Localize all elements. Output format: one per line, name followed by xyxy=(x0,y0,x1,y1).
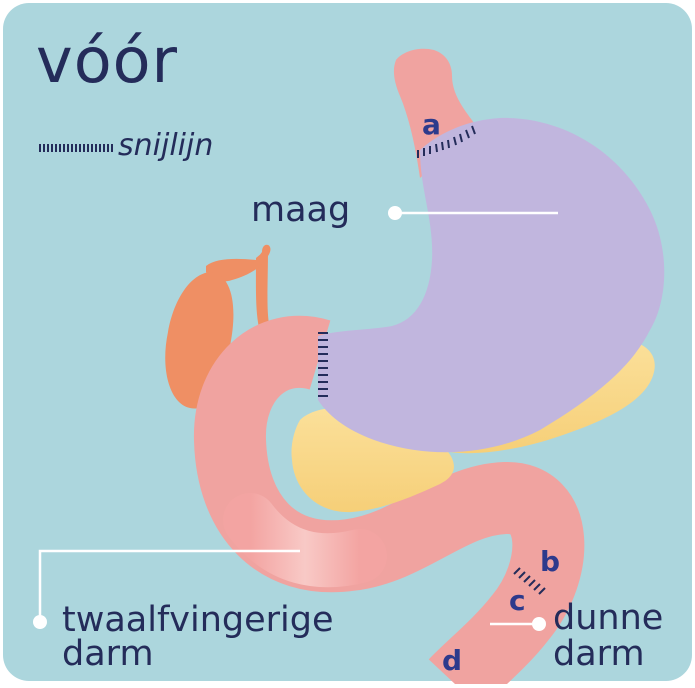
marker-c: c xyxy=(509,587,526,615)
small-bowel-label-line2: darm xyxy=(553,637,645,672)
stomach-label: maag xyxy=(251,193,350,228)
diagram-title: vóór xyxy=(36,30,178,92)
marker-b: b xyxy=(540,548,560,576)
duodenum-label-line1: twaalfvingerige xyxy=(62,603,334,638)
cut-line-label: snijlijn xyxy=(118,131,213,161)
marker-a: a xyxy=(422,111,441,139)
marker-d: d xyxy=(442,647,462,675)
duodenum-label-line2: darm xyxy=(62,637,154,672)
small-bowel-label-line1: dunne xyxy=(553,601,663,636)
